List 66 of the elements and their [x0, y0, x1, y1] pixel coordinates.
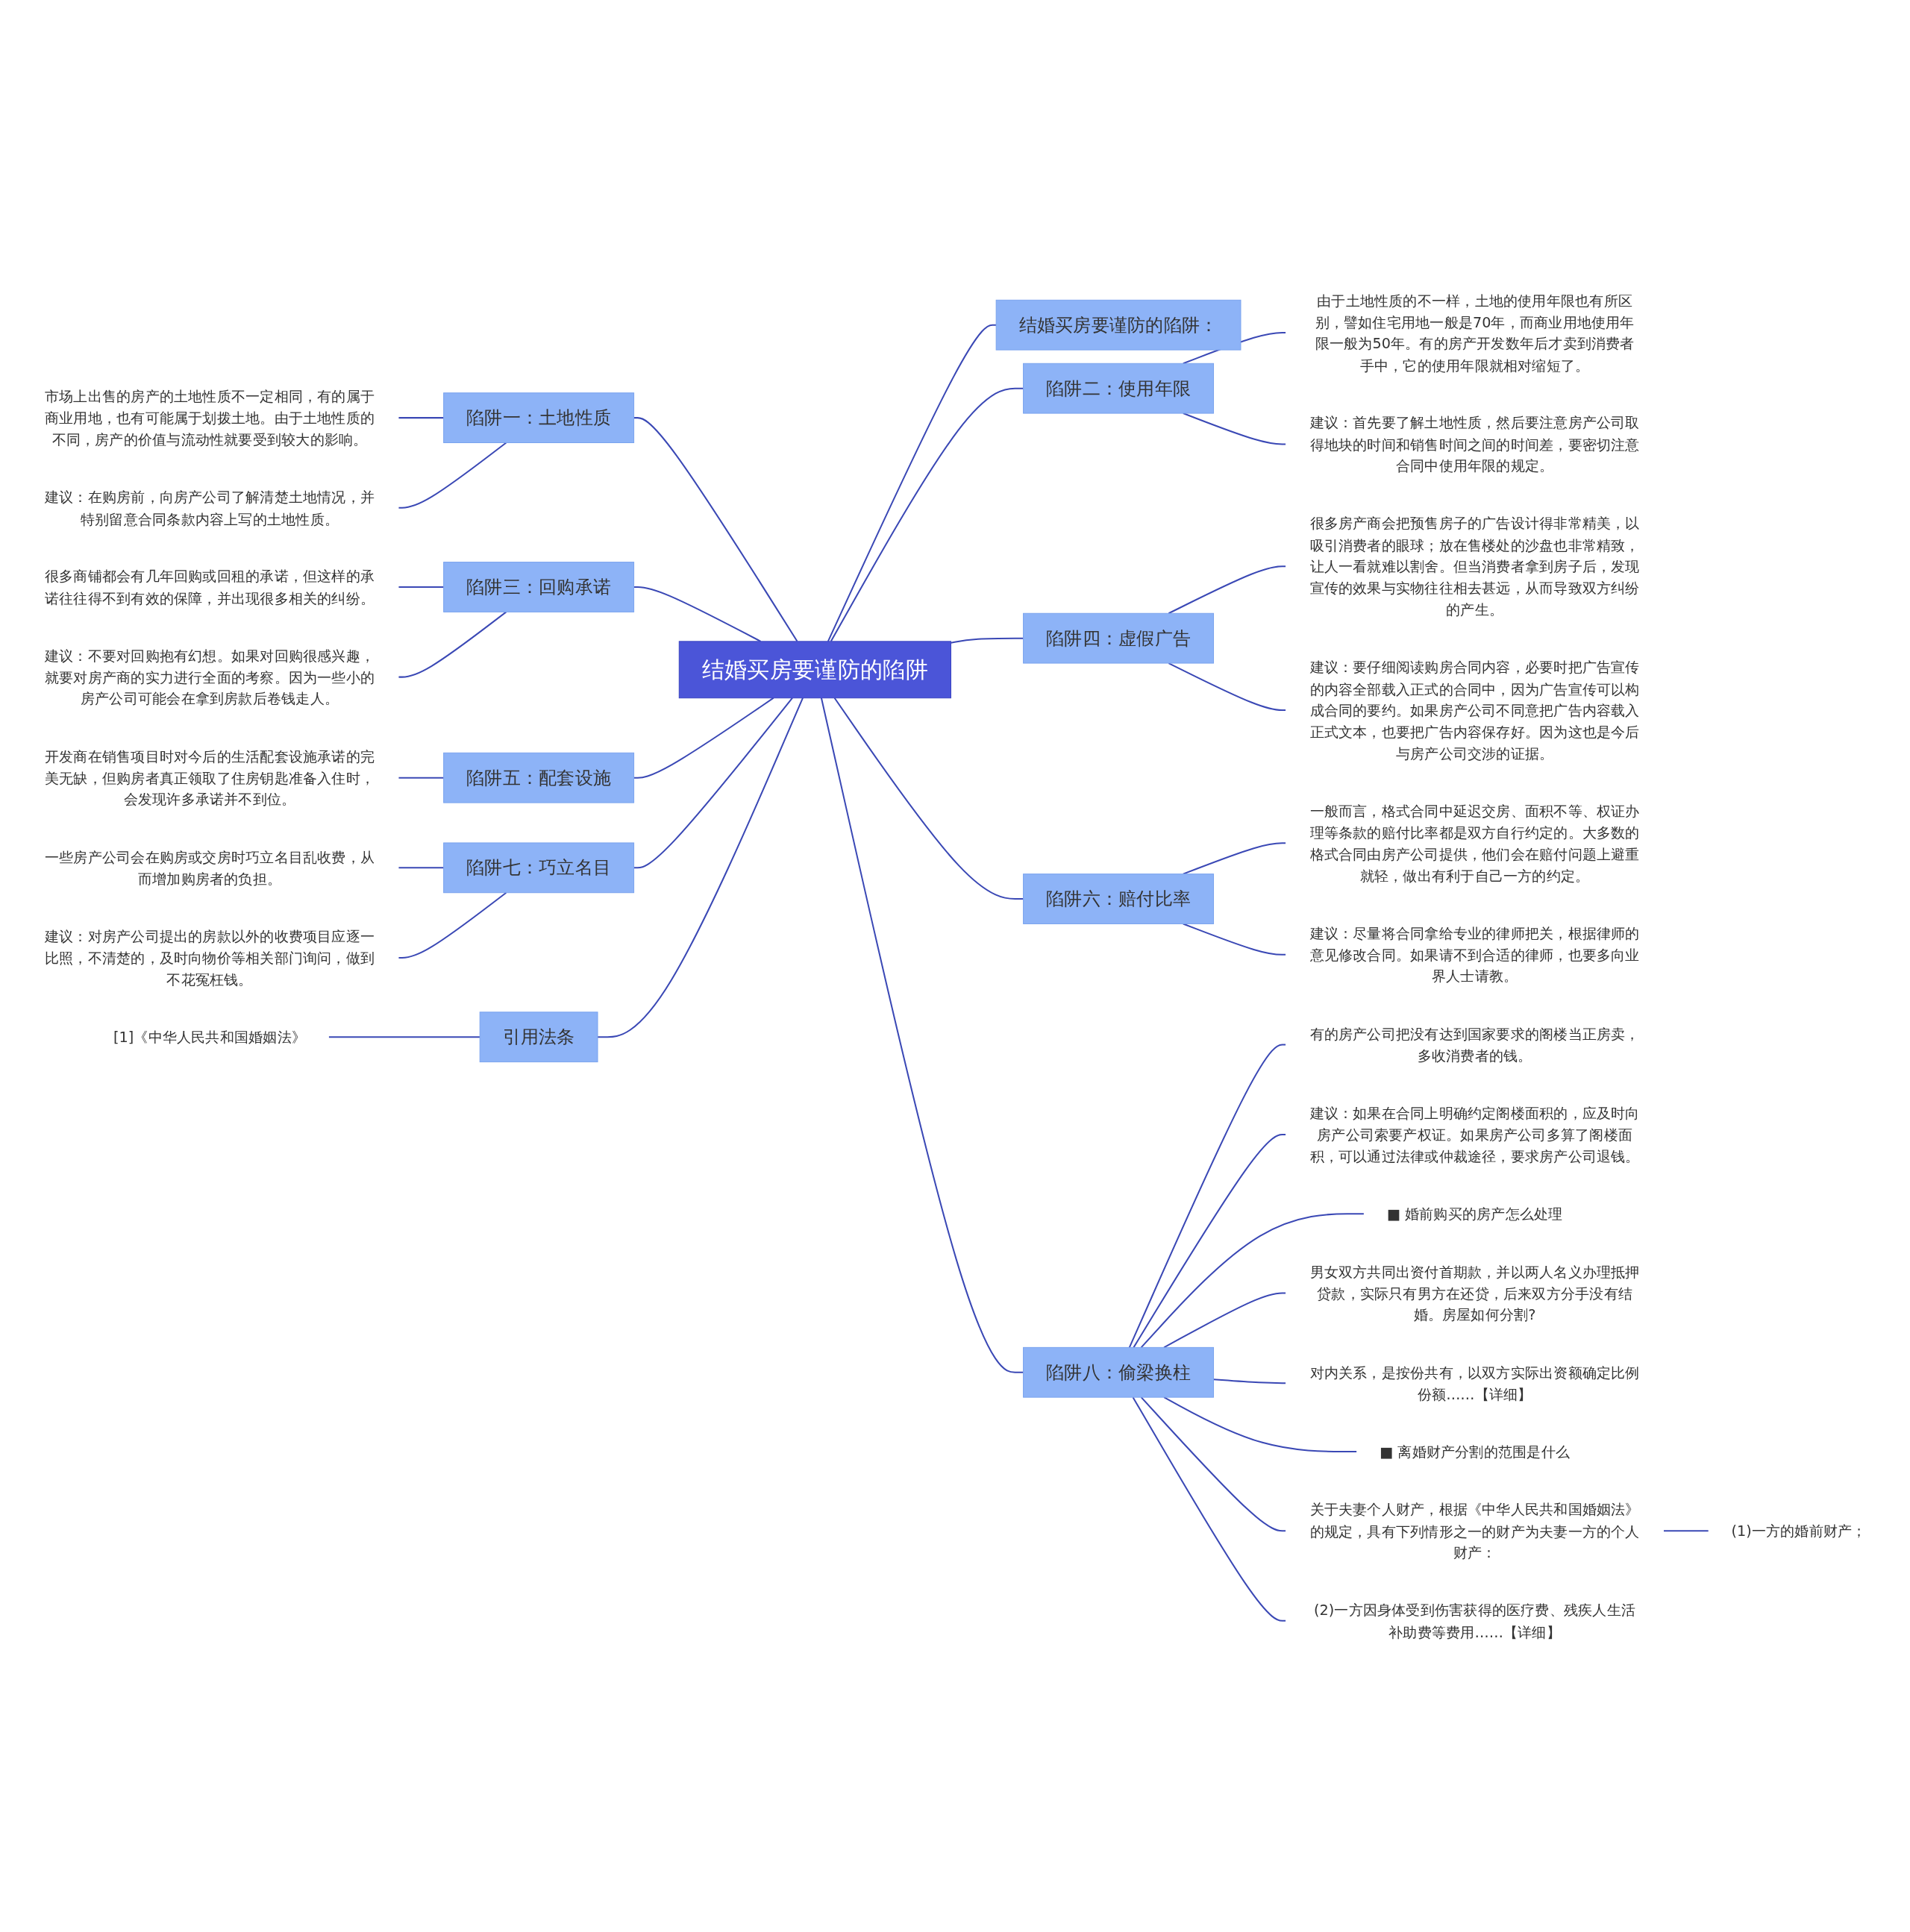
connector	[1168, 565, 1286, 615]
node-text: 对内关系，是按份共有，以双方实际出资额确定比例份额……【详细】	[1309, 1364, 1640, 1402]
connector	[598, 697, 804, 1038]
connector	[1183, 923, 1286, 956]
connector	[398, 777, 444, 779]
connector	[398, 867, 444, 869]
node-text: 建议：如果在合同上明确约定阁楼面积的，应及时向房产公司索要产权证。如果房产公司多算了阁楼面积，可以通过法律或仲裁途径，要求房产公司退钱。	[1309, 1104, 1640, 1164]
node-text: 开发商在销售项目时对今后的生活配套设施承诺的完美无缺，但购房者真正领取了住房钥匙准备入住时，会发现许多承诺并不到位。	[44, 747, 375, 808]
node-box: 陷阱八：偷梁换柱	[1023, 1346, 1215, 1398]
connector	[1663, 1530, 1709, 1532]
connector	[820, 697, 1024, 1373]
node-box: 陷阱七：巧立名目	[443, 842, 635, 894]
node-box: 结婚买房要谨防的陷阱	[678, 641, 951, 699]
node-text: 市场上出售的房产的土地性质不一定相同，有的属于商业用地，也有可能属于划拨土地。由于土地性质的不同，房产的价值与流动性就要受到较大的影响。	[44, 387, 375, 448]
connector	[398, 417, 444, 419]
connector	[1168, 662, 1286, 712]
node-text: 由于土地性质的不一样，土地的使用年限也有所区别，譬如住宅用地一般是70年，而商业用地使用年限一般为50年。有的房产开发数年后才卖到消费者手中，它的使用年限就相对缩短了。	[1315, 292, 1635, 374]
connector	[328, 1036, 480, 1038]
node-text: (2)一方因身体受到伤害获得的医疗费、残疾人生活补助费等费用……【详细】	[1314, 1602, 1636, 1640]
connector	[633, 697, 793, 869]
connector	[1140, 1396, 1286, 1532]
connector	[1128, 1044, 1286, 1348]
node-text: 建议：在购房前，向房产公司了解清楚土地情况，并特别留意合同条款内容上写的土地性质。	[44, 488, 375, 527]
node-text: 有的房产公司把没有达到国家要求的阁楼当正房卖，多收消费者的钱。	[1309, 1025, 1640, 1064]
connector	[1133, 1134, 1286, 1348]
connector	[951, 637, 1024, 644]
node-text: 一般而言，格式合同中延迟交房、面积不等、权证办理等条款的赔付比率都是双方自行约定的。大多数的格式合同由房产公司提供，他们会在赔付问题上避重就轻，做出有利于自己一方的约定。	[1309, 802, 1640, 884]
connector	[1183, 413, 1286, 445]
node-text: 建议：尽量将合同拿给专业的律师把关，根据律师的意见修改合同。如果请不到合适的律师，也要多向业界人士请教。	[1309, 924, 1640, 985]
node-text: 建议：要仔细阅读购房合同内容，必要时把广告宣传的内容全部载入正式的合同中，因为广告宣传可以构成合同的要约。如果房产公司不同意把广告内容载入正式文本，也要把广告内容保存好。因为这也是今后与房产公司交涉的证据。	[1309, 658, 1640, 762]
connector	[830, 387, 1024, 642]
connector	[1163, 1292, 1286, 1349]
connector	[833, 697, 1024, 900]
node-text: 建议：对房产公司提出的房款以外的收费项目应逐一比照，不清楚的，及时向物价等相关部门询问，做到不花冤枉钱。	[44, 927, 375, 988]
connector	[633, 417, 798, 642]
node-text: 建议：不要对回购抱有幻想。如果对回购很感兴趣，就要对房产商的实力进行全面的考察。因为一些小的房产公司可能会在拿到房款后卷钱走人。	[44, 647, 375, 707]
connector	[398, 611, 507, 678]
connector	[1132, 1396, 1286, 1622]
node-text: 很多商铺都会有几年回购或回租的承诺，但这样的承诺往往得不到有效的保障，并出现很多相关的纠纷。	[44, 568, 375, 606]
connector	[633, 586, 762, 642]
node-text: (1)一方的婚前财产；	[1731, 1522, 1867, 1540]
node-box: 陷阱三：回购承诺	[443, 562, 635, 612]
node-text: 一些房产公司会在购房或交房时巧立名目乱收费，从而增加购房者的负担。	[44, 848, 375, 887]
node-text: 建议：首先要了解土地性质，然后要注意房产公司取得地块的时间和销售时间之间的时间差，要密切注意合同中使用年限的规定。	[1309, 414, 1640, 474]
node-box: 陷阱六：赔付比率	[1023, 874, 1215, 924]
connector	[827, 324, 997, 642]
node-box: 陷阱五：配套设施	[443, 752, 635, 803]
connector	[398, 442, 507, 509]
node-text: ■ 离婚财产分割的范围是什么	[1380, 1443, 1571, 1460]
connector	[633, 697, 774, 779]
node-box: 陷阱一：土地性质	[443, 392, 635, 444]
node-text: [1]《中华人民共和国婚姻法》	[113, 1028, 306, 1046]
node-box: 陷阱四：虚假广告	[1023, 612, 1215, 664]
node-box: 结婚买房要谨防的陷阱：	[995, 299, 1242, 351]
connector	[398, 891, 507, 959]
connector	[1140, 1213, 1365, 1349]
node-text: 关于夫妻个人财产，根据《中华人民共和国婚姻法》的规定，具有下列情形之一的财产为夫妻一方的个人财产：	[1309, 1501, 1640, 1561]
connector	[398, 586, 444, 588]
connector	[1183, 842, 1286, 875]
connector	[1163, 1396, 1357, 1452]
node-text: 很多房产商会把预售房子的广告设计得非常精美，以吸引消费者的眼球；放在售楼处的沙盘也非常精致，让人一看就难以割舍。但当消费者拿到房子后，发现宣传的效果与实物往往相去甚远，从而导致双方纠纷的产生。	[1309, 515, 1640, 618]
connector	[1213, 1379, 1286, 1384]
node-text: 男女双方共同出资付首期款，并以两人名义办理抵押贷款，实际只有男方在还贷，后来双方分手没有结婚。房屋如何分割?	[1309, 1263, 1640, 1323]
node-text: ■ 婚前购买的房产怎么处理	[1386, 1205, 1563, 1223]
node-box: 引用法条	[479, 1012, 598, 1063]
node-box: 陷阱二：使用年限	[1023, 363, 1215, 414]
